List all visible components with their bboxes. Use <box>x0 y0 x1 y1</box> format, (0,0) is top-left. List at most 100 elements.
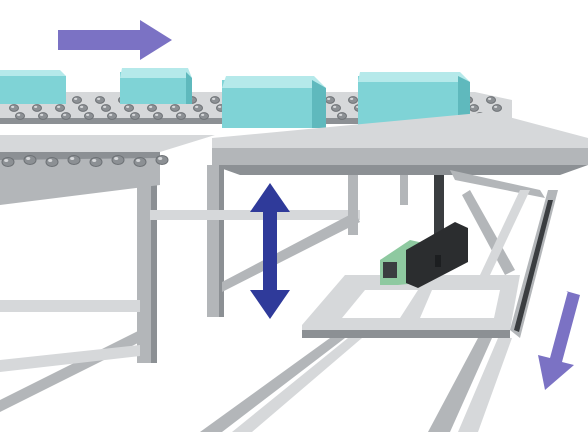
lift-rear-post <box>400 175 408 205</box>
roller <box>38 112 48 120</box>
arrow-up-down-icon <box>250 183 290 319</box>
roller <box>84 112 94 120</box>
cross-brace-lower <box>0 330 140 412</box>
roller <box>147 104 157 112</box>
roller <box>23 155 37 165</box>
box-1 <box>0 70 66 104</box>
box-3 <box>222 76 326 128</box>
roller <box>153 112 163 120</box>
car-frame-opening-1 <box>342 290 418 318</box>
roller-highlight <box>57 105 61 108</box>
roller-highlight <box>11 105 15 108</box>
leg-shade <box>151 185 157 363</box>
box-2 <box>120 68 192 104</box>
roller-highlight <box>132 113 136 116</box>
car-frame-opening-2 <box>420 290 500 318</box>
left-conveyor-legs <box>0 185 157 412</box>
lift-table-top <box>212 112 588 148</box>
lift-chain <box>434 175 444 260</box>
roller-highlight <box>86 113 90 116</box>
roller-highlight <box>136 159 141 162</box>
roller <box>32 104 42 112</box>
car-inner-rail <box>480 190 530 275</box>
roller-highlight <box>333 105 337 108</box>
roller <box>67 155 81 165</box>
roller-highlight <box>494 105 498 108</box>
roller <box>348 96 358 104</box>
roller-highlight <box>109 113 113 116</box>
roller-highlight <box>149 105 153 108</box>
roller <box>55 104 65 112</box>
lift-arrow <box>250 183 290 319</box>
flow-arrow <box>58 20 172 60</box>
roller <box>78 104 88 112</box>
roller <box>176 112 186 120</box>
roller-highlight <box>17 113 21 116</box>
floor-brace <box>0 345 140 372</box>
roller-highlight <box>114 157 119 160</box>
roller <box>101 104 111 112</box>
roller-highlight <box>48 159 53 162</box>
roller <box>111 155 125 165</box>
roller-highlight <box>172 105 176 108</box>
roller-highlight <box>212 97 216 100</box>
floor-track <box>200 338 512 432</box>
front-left-conveyor <box>0 135 215 205</box>
lift-table-leg-shade <box>219 165 224 317</box>
roller-highlight <box>26 157 31 160</box>
roller-highlight <box>350 97 354 100</box>
lift-table-leg <box>207 165 221 317</box>
car-frame-face <box>302 330 510 338</box>
drive-unit <box>380 222 468 288</box>
lift-table <box>150 112 588 317</box>
roller <box>492 104 502 112</box>
front-rollers <box>1 155 169 167</box>
roller-highlight <box>97 97 101 100</box>
motor-face <box>383 262 397 278</box>
arrow-right-icon <box>58 20 172 60</box>
roller <box>210 96 220 104</box>
roller-highlight <box>327 97 331 100</box>
front-left-rail <box>0 152 160 205</box>
roller-highlight <box>195 105 199 108</box>
roller-highlight <box>201 113 205 116</box>
lift-brace-diag <box>222 212 360 292</box>
lift-brace <box>150 210 360 220</box>
roller-highlight <box>158 157 163 160</box>
roller <box>130 112 140 120</box>
lift-rear-leg <box>348 175 358 235</box>
roller-highlight <box>103 105 107 108</box>
roller <box>15 112 25 120</box>
cross-brace <box>0 300 140 312</box>
roller-highlight <box>339 113 343 116</box>
lift-table-underside <box>212 165 588 175</box>
roller-highlight <box>92 159 97 162</box>
roller-highlight <box>218 105 222 108</box>
roller <box>331 104 341 112</box>
roller-highlight <box>471 105 475 108</box>
roller-highlight <box>126 105 130 108</box>
roller-highlight <box>80 105 84 108</box>
rear-rollers <box>3 96 502 120</box>
roller <box>72 96 82 104</box>
roller <box>61 112 71 120</box>
roller <box>486 96 496 104</box>
roller <box>133 157 147 167</box>
roller <box>193 104 203 112</box>
lift-table-face <box>212 148 588 165</box>
track-rail-left-inner <box>232 338 362 432</box>
roller <box>45 157 59 167</box>
roller <box>124 104 134 112</box>
roller-highlight <box>70 157 75 160</box>
motor-cap <box>435 255 441 267</box>
roller-highlight <box>155 113 159 116</box>
roller <box>170 104 180 112</box>
lift-arm-2 <box>462 190 515 275</box>
roller-highlight <box>178 113 182 116</box>
roller <box>89 157 103 167</box>
transfer-car <box>302 190 558 338</box>
roller <box>155 155 169 165</box>
roller <box>325 96 335 104</box>
car-chain <box>514 200 553 332</box>
